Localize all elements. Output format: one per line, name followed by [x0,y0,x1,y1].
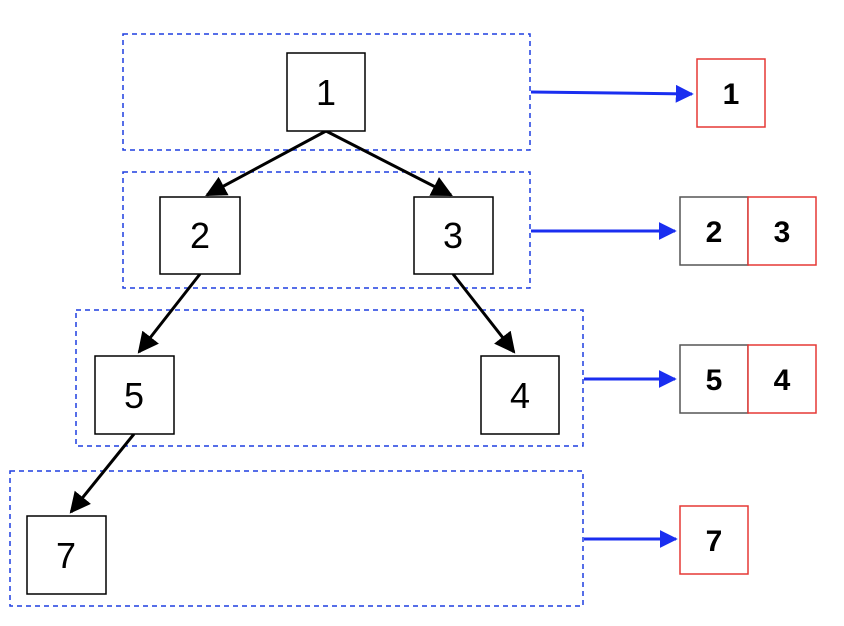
output-row-4: 7 [679,505,749,575]
output-cell-label: 2 [706,216,723,249]
level-box-4 [9,470,584,607]
level-box-3 [75,309,584,447]
output-row-2: 2 3 [679,196,817,266]
output-cell [747,344,817,414]
output-cell-label: 4 [774,364,791,397]
edge-1-3 [325,129,453,197]
output-cell-label: 3 [774,216,791,249]
output-cell-label: 7 [706,525,723,558]
output-cell-label: 1 [723,78,740,111]
edge-3-4 [451,273,516,354]
edge-1-2 [205,129,327,197]
output-row-1: 1 [696,58,766,128]
tree-node-7: 7 [26,515,107,595]
tree-node-label: 4 [510,375,530,416]
tree-node-label: 3 [443,215,463,256]
output-cell [679,196,749,266]
tree-node-5: 5 [94,355,175,435]
tree-node-4: 4 [480,355,560,435]
tree-node-label: 1 [316,72,336,113]
edge-2-5 [137,273,202,354]
tree-node-label: 5 [124,375,144,416]
output-cell [679,344,749,414]
output-cell [747,196,817,266]
output-cell [679,505,749,575]
tree-node-1: 1 [286,52,366,132]
tree-node-2: 2 [159,196,241,275]
tree-nodes: 1 2 3 5 4 7 [26,52,560,595]
edge-5-7 [69,433,136,514]
level-boxes [9,33,584,607]
output-boxes: 1 2 3 5 4 7 [679,58,817,575]
output-cell-label: 5 [706,364,723,397]
output-row-3: 5 4 [679,344,817,414]
level-arrows [530,84,694,548]
output-cell [696,58,766,128]
tree-node-label: 7 [56,535,76,576]
tree-node-3: 3 [413,196,494,275]
tree-node-label: 2 [190,215,210,256]
tree-edges [69,129,516,514]
level-arrow-1 [530,84,694,103]
